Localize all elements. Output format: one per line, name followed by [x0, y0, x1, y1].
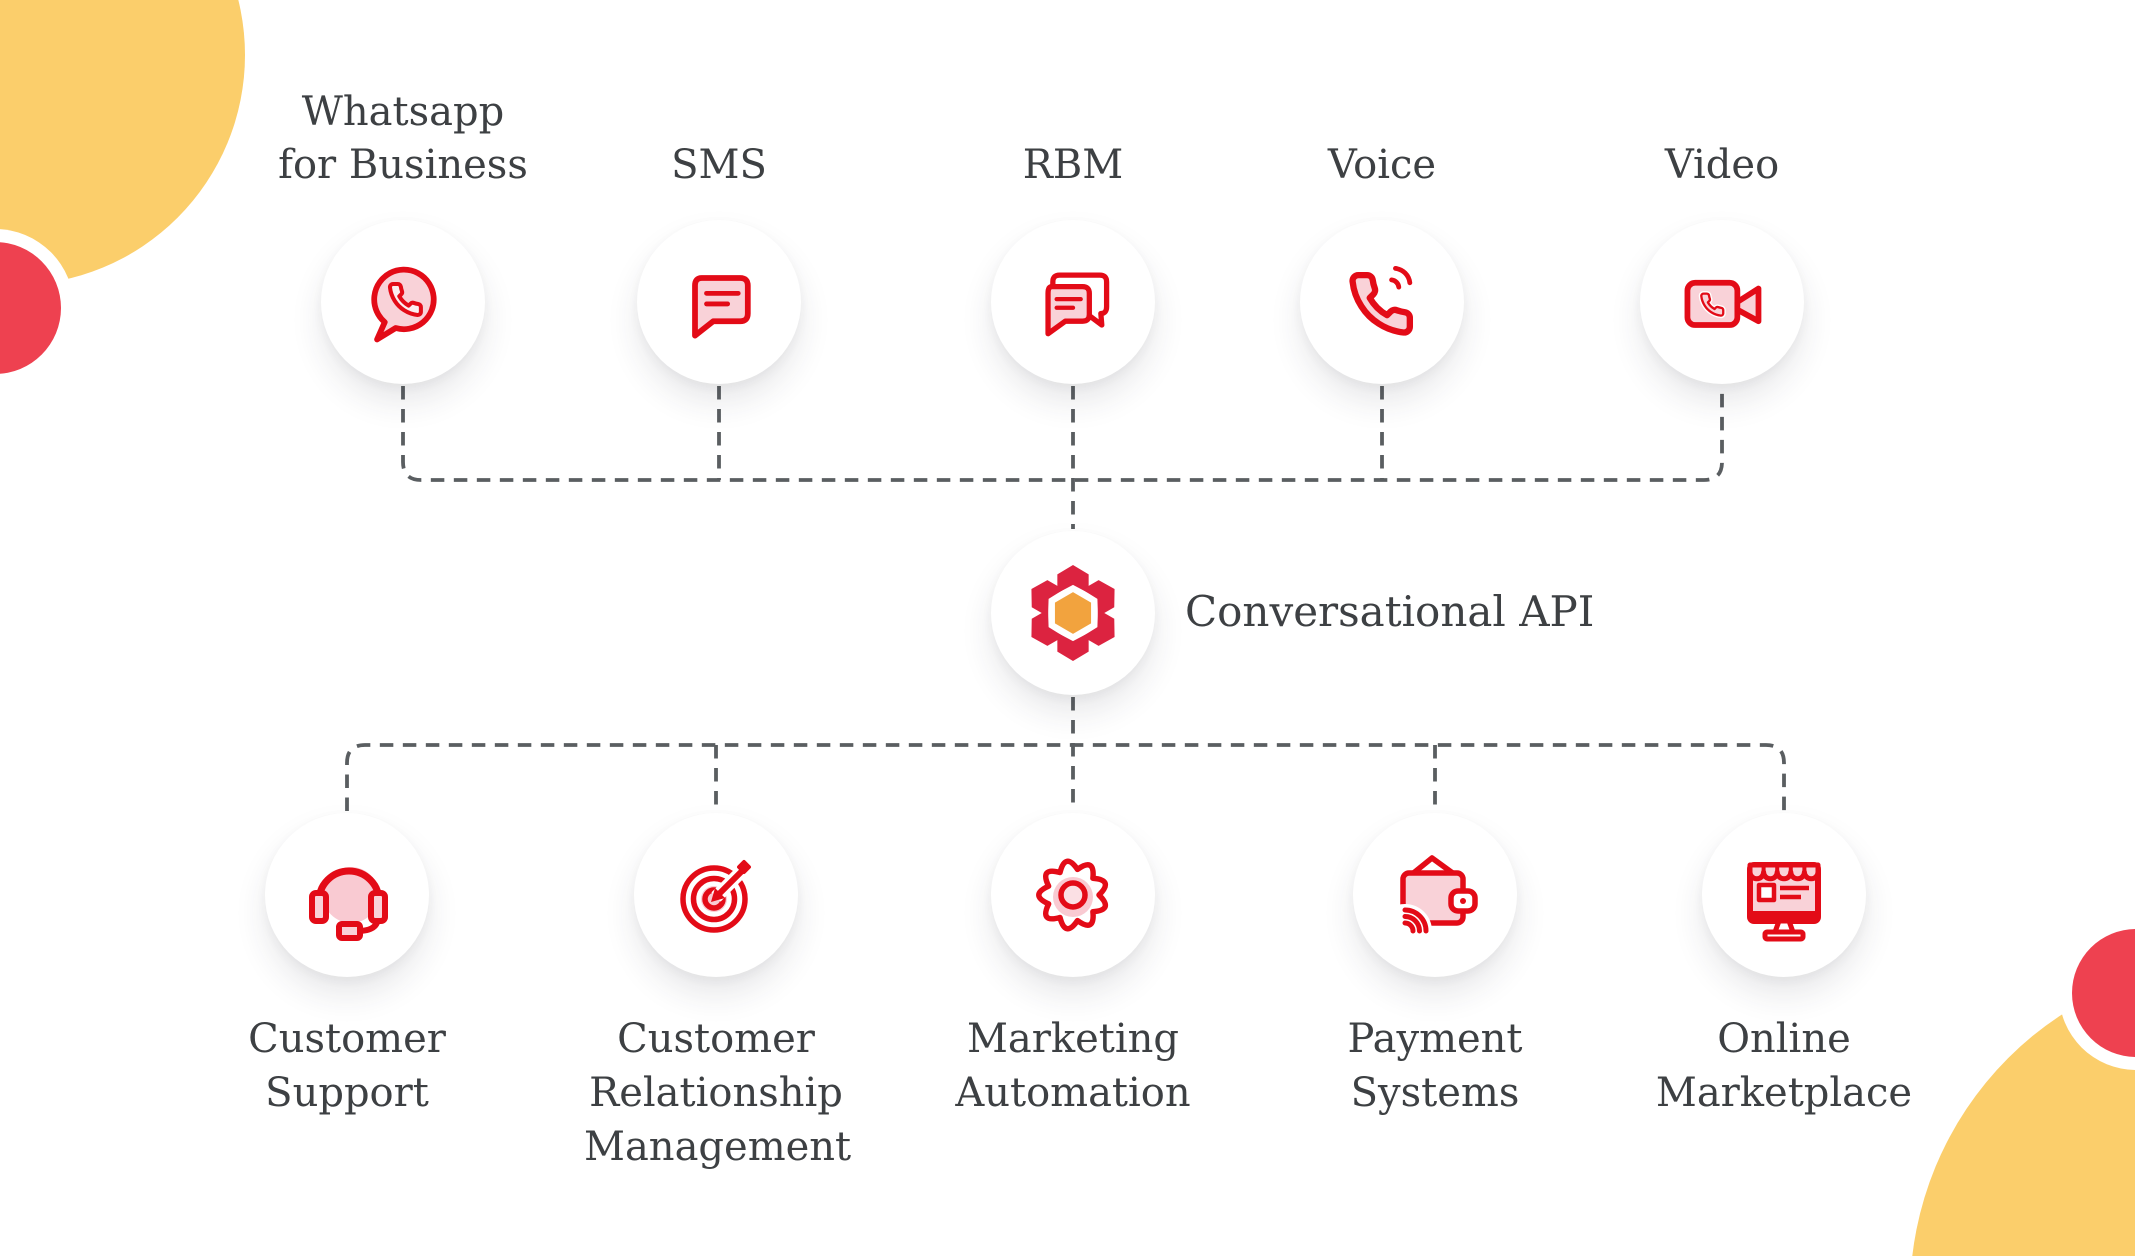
channel-node-rbm: [991, 220, 1155, 384]
storefront-monitor-icon: [1747, 862, 1821, 942]
hub-node-conversational-api: [991, 531, 1155, 695]
sms-bubble-icon: [692, 275, 751, 339]
chat-bubbles-icon: [1045, 272, 1110, 337]
channel-node-voice: [1300, 220, 1464, 384]
channel-label-whatsapp-for-business: Whatsapp for Business: [278, 89, 528, 188]
channel-node-whatsapp: [321, 220, 485, 384]
channel-node-sms: [637, 220, 801, 384]
channel-label-sms: SMS: [671, 142, 767, 188]
conversational-api-logo-icon: [1031, 565, 1115, 661]
wallet-contactless-icon: [1385, 855, 1478, 945]
channel-label-rbm: RBM: [1022, 142, 1124, 188]
integration-node-crm: [634, 813, 798, 977]
yellow-circle-decoration-top-left: [0, 0, 245, 285]
channel-label-voice: Voice: [1327, 142, 1437, 188]
integration-label-online-marketplace: Online Marketplace: [1655, 1016, 1913, 1116]
integration-label-customer-support: Customer Support: [248, 1016, 446, 1116]
phone-handset-icon: [1349, 266, 1414, 336]
headset-icon: [309, 867, 388, 941]
integration-node-customer-support: [265, 813, 429, 977]
integration-node-online-marketplace: [1702, 813, 1866, 977]
video-camera-icon: [1684, 279, 1762, 328]
integration-node-payment-systems: [1353, 813, 1517, 977]
integration-label-payment-systems: Payment Systems: [1347, 1016, 1523, 1116]
channel-node-video: [1640, 220, 1804, 384]
hub-label: Conversational API: [1185, 587, 1595, 636]
whatsapp-icon: [371, 266, 437, 343]
integration-label-crm: Customer Relationship Management: [584, 1016, 852, 1170]
gear-icon: [1036, 858, 1109, 932]
target-dart-icon: [680, 860, 753, 933]
integration-label-marketing-automation: Marketing Automation: [955, 1016, 1191, 1116]
integration-node-marketing-automation: [991, 813, 1155, 977]
channel-label-video: Video: [1664, 142, 1780, 188]
